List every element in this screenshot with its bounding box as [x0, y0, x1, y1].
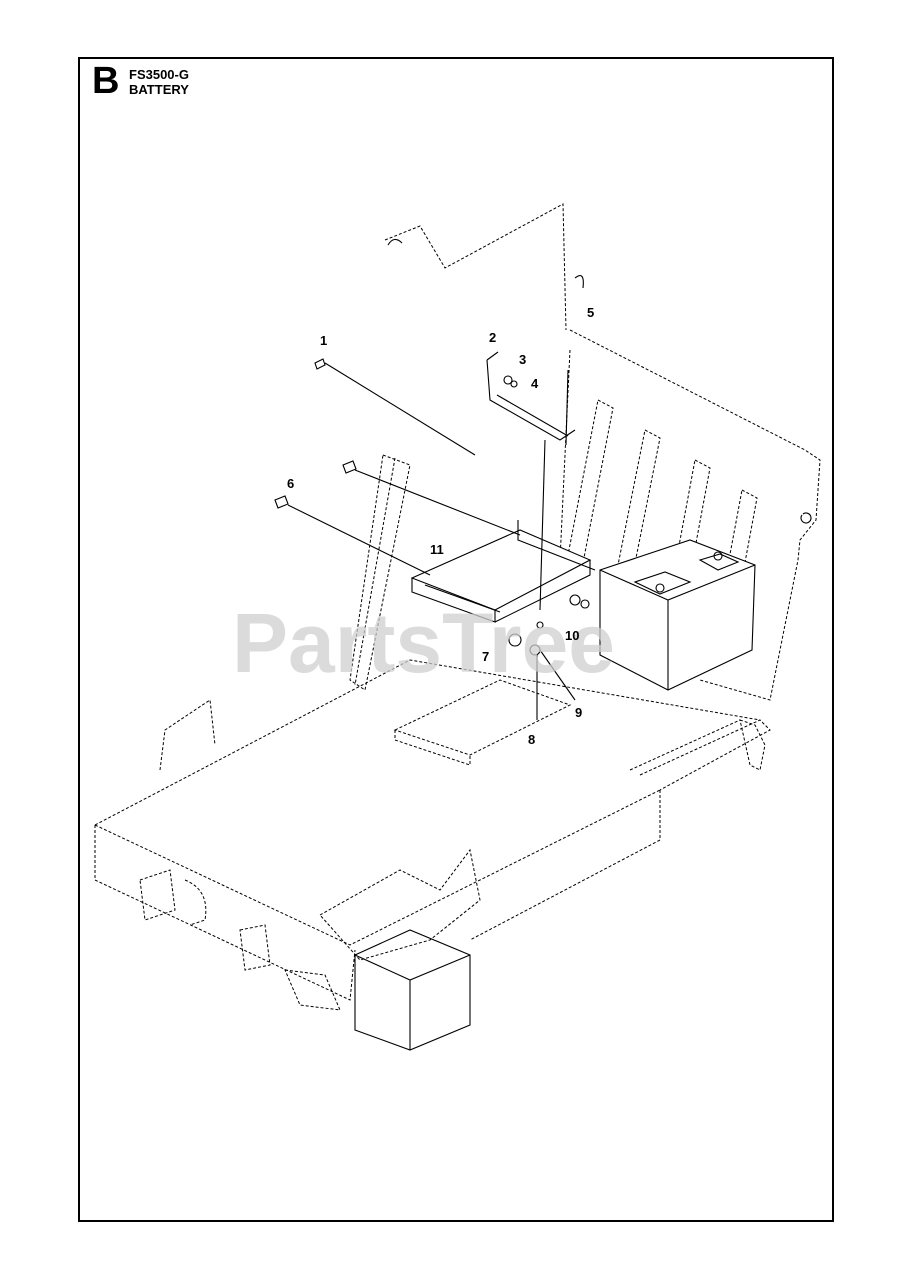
rear-louver-panel	[559, 329, 821, 701]
watermark: PartsTree	[232, 596, 615, 690]
left-upright-bracket	[349, 454, 411, 691]
callout-9: 9	[575, 705, 582, 720]
callout-6: 6	[287, 476, 294, 491]
callout-8: 8	[528, 732, 535, 747]
bolt-parts	[274, 358, 521, 576]
floor-plate	[393, 679, 572, 766]
control-box-part	[354, 929, 471, 1051]
model-number: FS3500-G	[129, 67, 189, 82]
diagram-title: BATTERY	[129, 82, 189, 97]
callout-2: 2	[489, 330, 496, 345]
callout-5: 5	[587, 305, 594, 320]
callout-3: 3	[519, 352, 526, 367]
callout-4: 4	[531, 376, 539, 391]
callout-11: 11	[430, 542, 444, 557]
seat-pan-part	[384, 203, 584, 331]
title-block: FS3500-G BATTERY	[129, 67, 189, 97]
callout-7: 7	[482, 649, 489, 664]
main-chassis	[94, 659, 771, 1001]
hardware-parts	[503, 375, 590, 720]
battery-part	[599, 539, 756, 691]
callout-10: 10	[565, 628, 579, 643]
hold-down-rod-part	[539, 369, 569, 611]
battery-tray-part	[410, 520, 596, 623]
bracket-part	[486, 351, 576, 441]
callout-1: 1	[320, 333, 327, 348]
front-mount-bracket	[139, 848, 481, 1011]
drawing-frame	[78, 57, 834, 1222]
section-letter: B	[92, 60, 120, 102]
